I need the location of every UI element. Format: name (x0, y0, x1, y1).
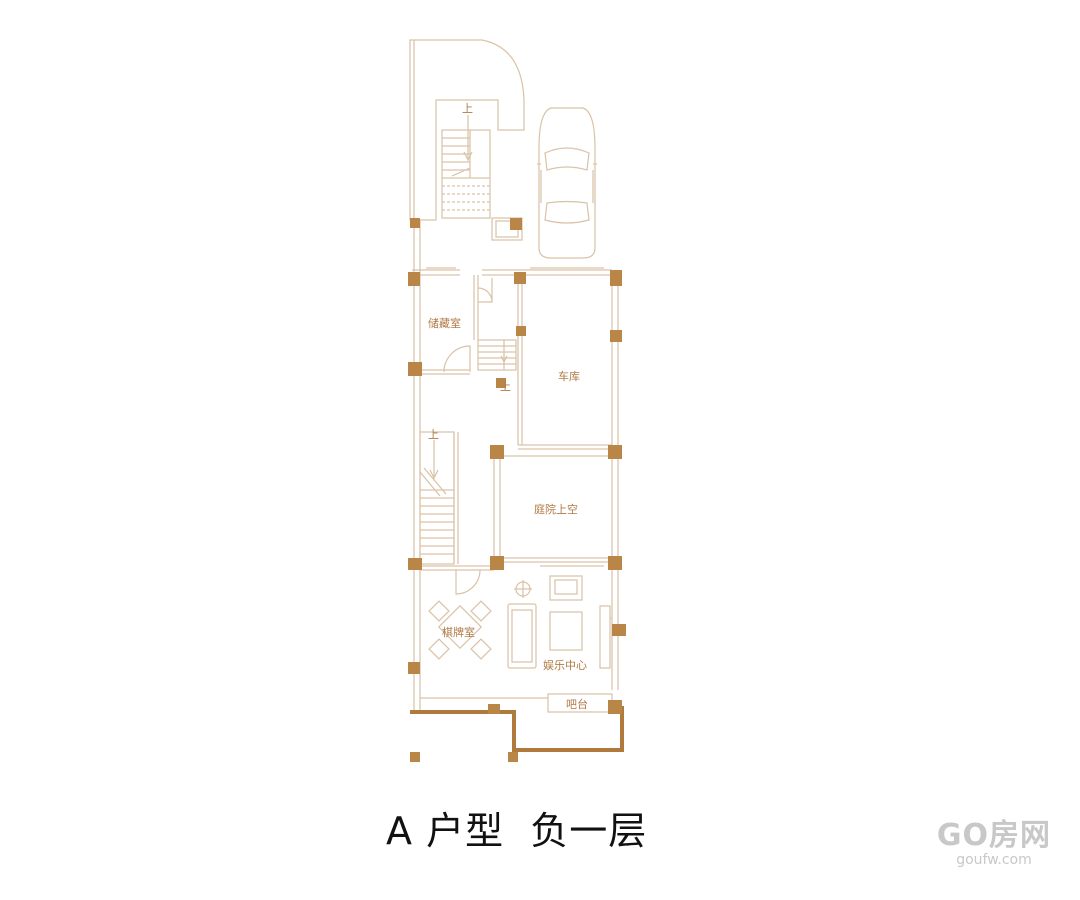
coffee-table-icon (549, 611, 583, 651)
room-label-bar-counter: 吧台 (566, 697, 588, 711)
watermark-url: goufw.com (956, 852, 1032, 868)
chess-table-icon (428, 600, 492, 660)
room-label-entertainment-center: 娱乐中心 (543, 658, 587, 672)
room-label-storage: 储藏室 (428, 316, 461, 330)
structural-columns (408, 218, 626, 762)
tv-icon (599, 605, 612, 669)
lamp-icon (514, 580, 532, 598)
armchair-icon (549, 575, 583, 601)
middle-stair (477, 339, 517, 371)
room-label-chess-room: 棋牌室 (442, 625, 475, 639)
watermark-logo: GO房网 (936, 818, 1052, 853)
car-icon (537, 107, 597, 259)
plan-title: A 户型 负一层 (386, 809, 648, 853)
stair-label-top: 上 (462, 102, 473, 115)
watermark: GO房网 goufw.com (934, 818, 1054, 869)
thick-wall (410, 706, 624, 752)
left-stair (419, 431, 459, 565)
stair-label-middle: 上 (500, 380, 511, 393)
room-label-garage: 车库 (558, 369, 580, 383)
top-stair (441, 115, 491, 219)
sofa-icon (507, 603, 537, 669)
entrance-outline (409, 39, 525, 221)
stair-label-left: 上 (428, 428, 439, 441)
room-label-courtyard-void: 庭院上空 (534, 502, 578, 516)
